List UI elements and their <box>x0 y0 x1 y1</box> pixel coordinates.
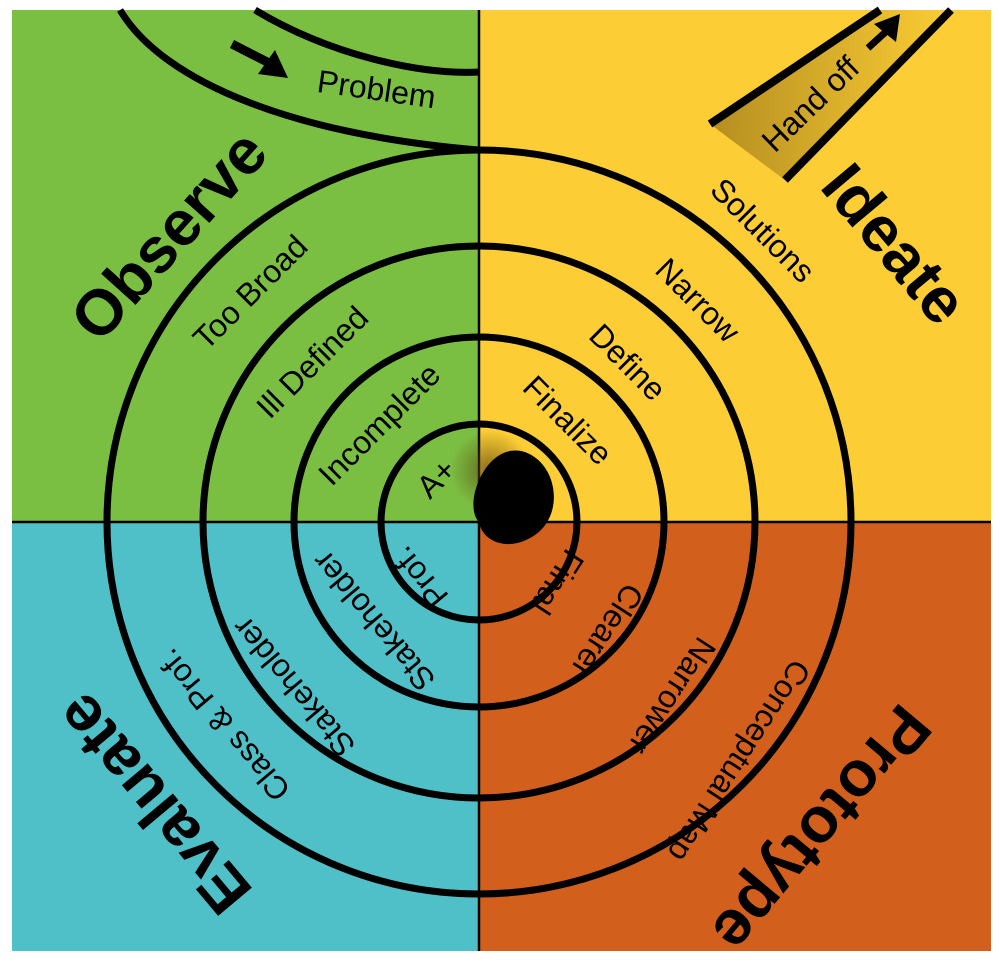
ring-second <box>199 242 759 802</box>
ring-third <box>290 333 668 711</box>
handoff-channel <box>707 6 954 183</box>
evaluate-quadrant <box>12 522 479 951</box>
observe-quadrant <box>12 10 479 522</box>
entry-lane <box>117 6 480 154</box>
ideate-quadrant <box>479 10 991 522</box>
entry-arrow-icon <box>229 39 288 78</box>
ring-fourth <box>377 420 581 624</box>
center-knob <box>450 430 554 545</box>
prototype-quadrant <box>479 522 991 951</box>
exit-arrow-icon <box>865 14 900 51</box>
